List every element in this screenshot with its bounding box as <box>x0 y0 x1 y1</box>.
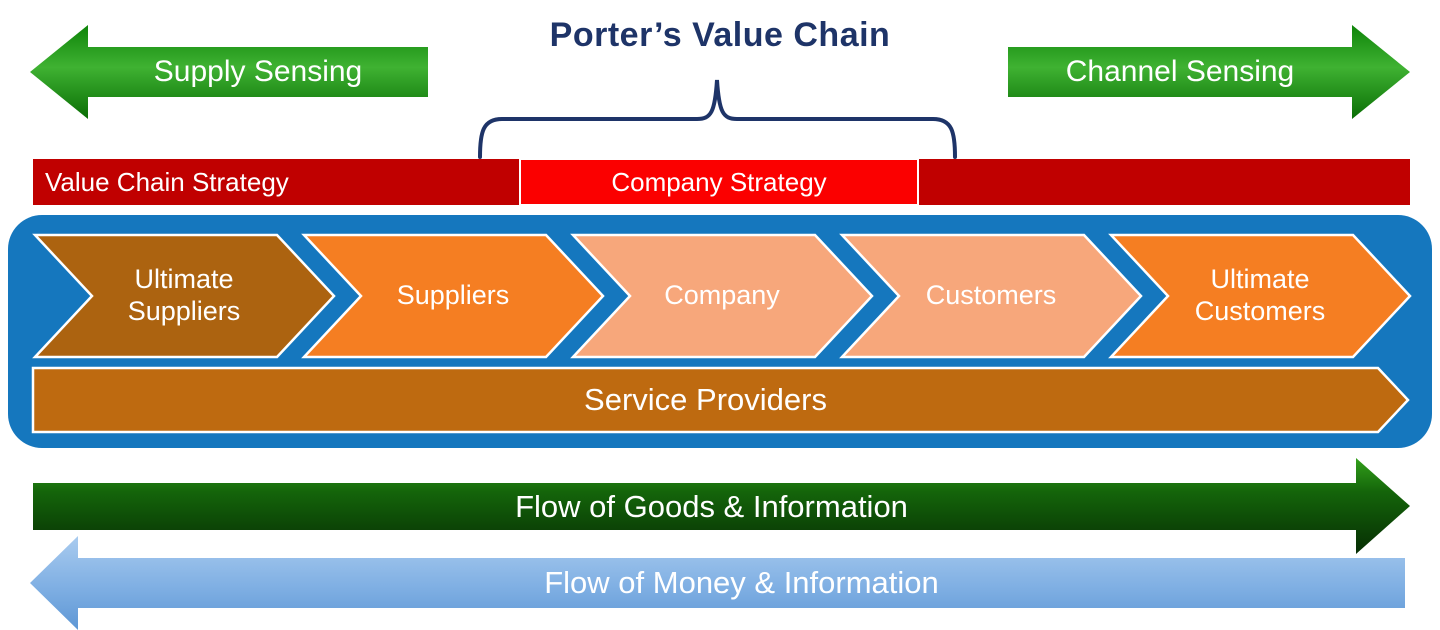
chevron-label-ultimate-customers: Ultimate Customers <box>1194 264 1326 326</box>
company-strategy-label: Company Strategy <box>611 166 827 197</box>
chevron-label-suppliers: Suppliers <box>396 280 510 311</box>
service-providers-arrow-shape <box>31 366 1410 434</box>
brace <box>478 79 957 159</box>
flow-money-label: Flow of Money & Information <box>544 565 939 600</box>
service-providers-label: Service Providers <box>584 382 827 417</box>
page-title: Porter’s Value Chain <box>549 16 891 54</box>
flow-goods-arrow-shape <box>33 458 1410 554</box>
company-strategy-segment <box>519 158 919 206</box>
chevron-customers <box>839 233 1143 359</box>
chevron-label-ultimate-suppliers: Ultimate Suppliers <box>127 264 241 326</box>
chevron-ultimate-suppliers <box>32 233 336 359</box>
channel-sensing-label: Channel Sensing <box>1065 55 1295 88</box>
flow-goods-label: Flow of Goods & Information <box>515 488 908 524</box>
chevron-company <box>570 233 874 359</box>
chevron-ultimate-customers <box>1108 233 1412 359</box>
channel-sensing-arrow-shape <box>1008 25 1410 119</box>
chevron-label-company: Company <box>664 280 780 311</box>
supply-sensing-label: Supply Sensing <box>153 55 363 88</box>
supply-sensing-arrow-shape <box>30 25 428 119</box>
flow-money-arrow-shape <box>30 536 1405 630</box>
value-chain-strategy-label: Value Chain Strategy <box>45 166 289 197</box>
chevron-suppliers <box>301 233 605 359</box>
chevron-label-customers: Customers <box>925 280 1057 311</box>
